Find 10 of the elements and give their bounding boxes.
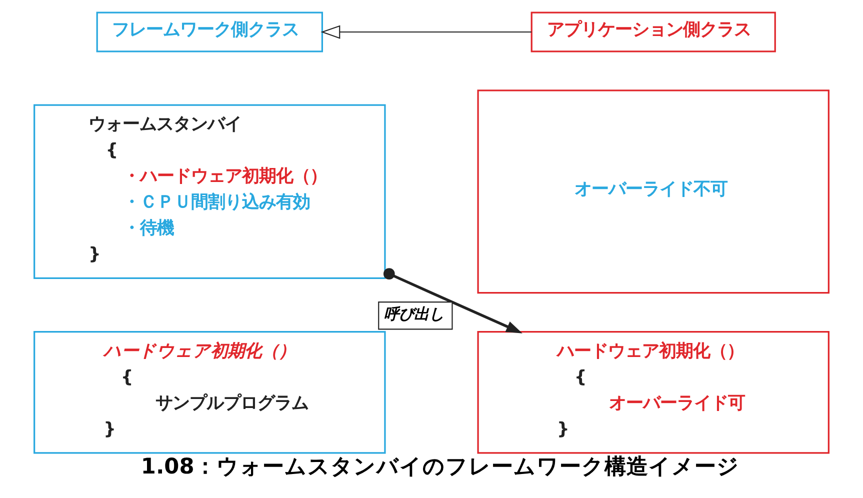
node-box: オーバーライド不可 bbox=[477, 90, 830, 294]
node-box: フレームワーク側クラス bbox=[96, 12, 323, 52]
node-box: ウォームスタンバイ { ・ハードウェア初期化（） ・ＣＰＵ間割り込み有効 ・待機 } bbox=[34, 104, 386, 280]
arrow bbox=[320, 25, 532, 39]
node-box: ハードウェア初期化（） { オーバーライド可 } bbox=[477, 330, 830, 454]
arrow bbox=[383, 268, 522, 334]
node-box: ハードウェア初期化（） { サンプルプログラム } bbox=[34, 330, 386, 454]
edge-label: 呼び出し bbox=[384, 305, 444, 324]
node-box: アプリケーション側クラス bbox=[530, 12, 776, 52]
caption: 1.08：ウォームスタンバイのフレームワーク構造イメージ bbox=[140, 454, 740, 480]
